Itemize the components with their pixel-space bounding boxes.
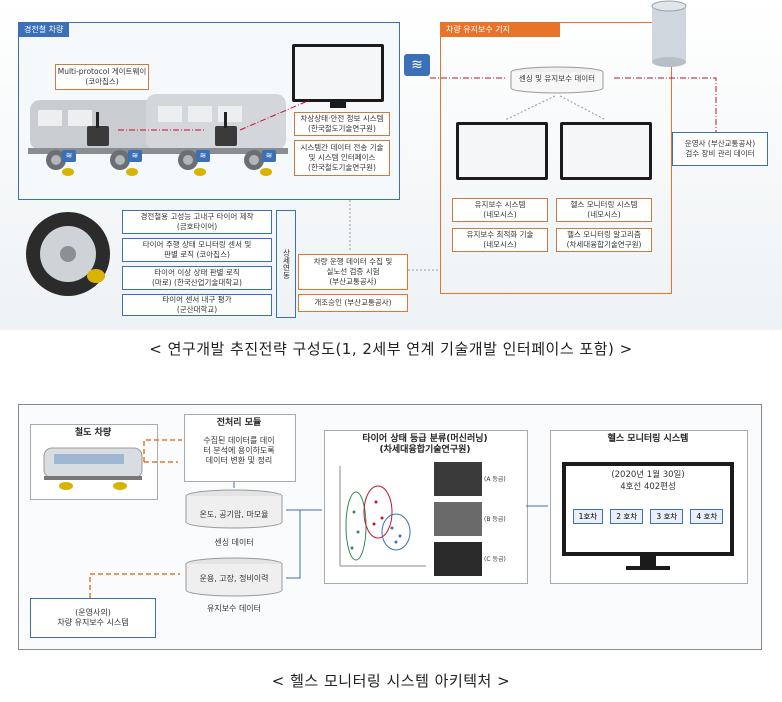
sensing-db-text: 온도, 공기압, 마모율 [199,510,269,519]
grade-a-label: (A 등급) [484,476,506,483]
operator-database-icon [651,0,687,67]
top-caption: < 연구개발 추진전략 구성도(1, 2세부 연계 기술개발 인터페이스 포함)… [149,340,633,358]
verify-label: 차량 운행 데이터 수집 및 실노선 검증 시험 (부산교통공사) [298,254,408,290]
interface-label: 시스템간 데이터 전송 기술 및 시스템 인터페이스 (한국철도기술연구원) [294,140,390,176]
tire-item-3: 타이어 이상 상태 판별 로직 (마로) (한국산업기술대학교) [122,266,272,290]
wifi-big-icon: ≋ [404,54,430,76]
preprocess-text: 수집된 데이터를 데이 터 분석에 용이하도록 데이터 변환 및 정리 [203,436,275,465]
maint-label: 유지보수 데이터 [206,604,262,613]
approval-label: 개조승인 (부산교통공사) [298,294,408,312]
date-line-2: 4호선 402편성 [620,482,676,492]
health-monitor-base [626,566,670,570]
operator-label: 운영사 (부산교통공사) 검수 장비 관리 데이터 [672,132,768,166]
tire-illustration [26,212,110,296]
top-connectors [118,77,717,271]
vertical-label: 상세연동 [276,210,296,318]
cluster-plot [339,466,426,567]
car-chip: 3 호차 [650,509,684,524]
wifi-icon: ≋ [62,150,76,162]
base-title: 차량 유지보수 기지 [440,22,560,37]
onboard-monitor [292,44,384,102]
health-title: 헬스 모니터링 시스템 [607,434,689,444]
health-system-label: 헬스 모니터링 시스템 (네모시스) [556,198,652,222]
health-monitor [560,122,652,180]
sensing-label: 센싱 데이터 [214,538,254,547]
preprocess-box [184,414,296,482]
tire-item-1: 경전철용 고성능 고내구 타이어 제작 (금호타이어) [122,210,272,234]
maint-db-text: 운용, 고장, 정비이력 [199,574,269,583]
maint-opt-label: 유지보수 최적화 기술 (네모시스) [452,228,548,252]
railcar-illustration [43,447,143,490]
train-illustration [28,94,288,176]
grade-c-label: (C 등급) [484,556,506,563]
sensing-cylinder [185,489,283,529]
grade-a-photo [434,462,482,496]
grade-b-label: (B 등급) [484,516,506,523]
maint-system-label: 유지보수 시스템 (네모시스) [452,198,548,222]
tire-item-2: 타이어 주행 상태 모니터링 센서 및 판별 로직 (코아칩스) [122,238,272,262]
onboard-monitor-stand [330,102,346,108]
operator-system-box: (운영사의) 차량 유지보수 시스템 [30,598,156,638]
data-center-label: 센싱 및 유지보수 데이터 [518,74,596,83]
car-chip: 4 호차 [690,509,724,524]
wifi-icon: ≋ [262,150,276,162]
wifi-icon: ≋ [196,150,210,162]
car-chip: 1호차 [572,509,604,524]
gateway-device-2 [215,112,237,146]
railcar-title: 철도 차량 [74,428,112,438]
health-monitor-stand [640,556,656,566]
gateway-device-1 [87,112,109,146]
classify-panel [324,430,528,584]
date-line-1: (2020년 1월 30일) [611,470,685,480]
wifi-icon: ≋ [128,150,142,162]
car-chip: 2 호차 [610,509,644,524]
gateway-label: Multi-protocol 게이트웨이 (코아칩스) [55,64,149,90]
bottom-caption: < 헬스 모니터링 시스템 아키텍처 > [271,672,511,690]
preprocess-title: 전처리 모듈 [216,418,262,428]
grade-b-photo [434,502,482,536]
car-row: 1호차 2 호차 3 호차 4 호차 [568,504,728,524]
maint-monitor [456,122,548,180]
data-center-cylinder [510,66,604,94]
vehicle-title: 경전철 차량 [18,22,70,37]
classify-title: 타이어 상태 등급 분류(머신러닝) (차세대융합기술연구원) [362,434,488,456]
tire-item-4: 타이어 센서 내구 평가 (군산대학교) [122,294,272,316]
onboard-system-label: 차상상태·안전 정보 시스템 (한국철도기술연구원) [294,112,390,136]
grade-c-photo [434,542,482,576]
health-algo-label: 헬스 모니터링 알고리즘 (차세대융합기술연구원) [556,228,652,252]
maint-cylinder [185,557,283,597]
